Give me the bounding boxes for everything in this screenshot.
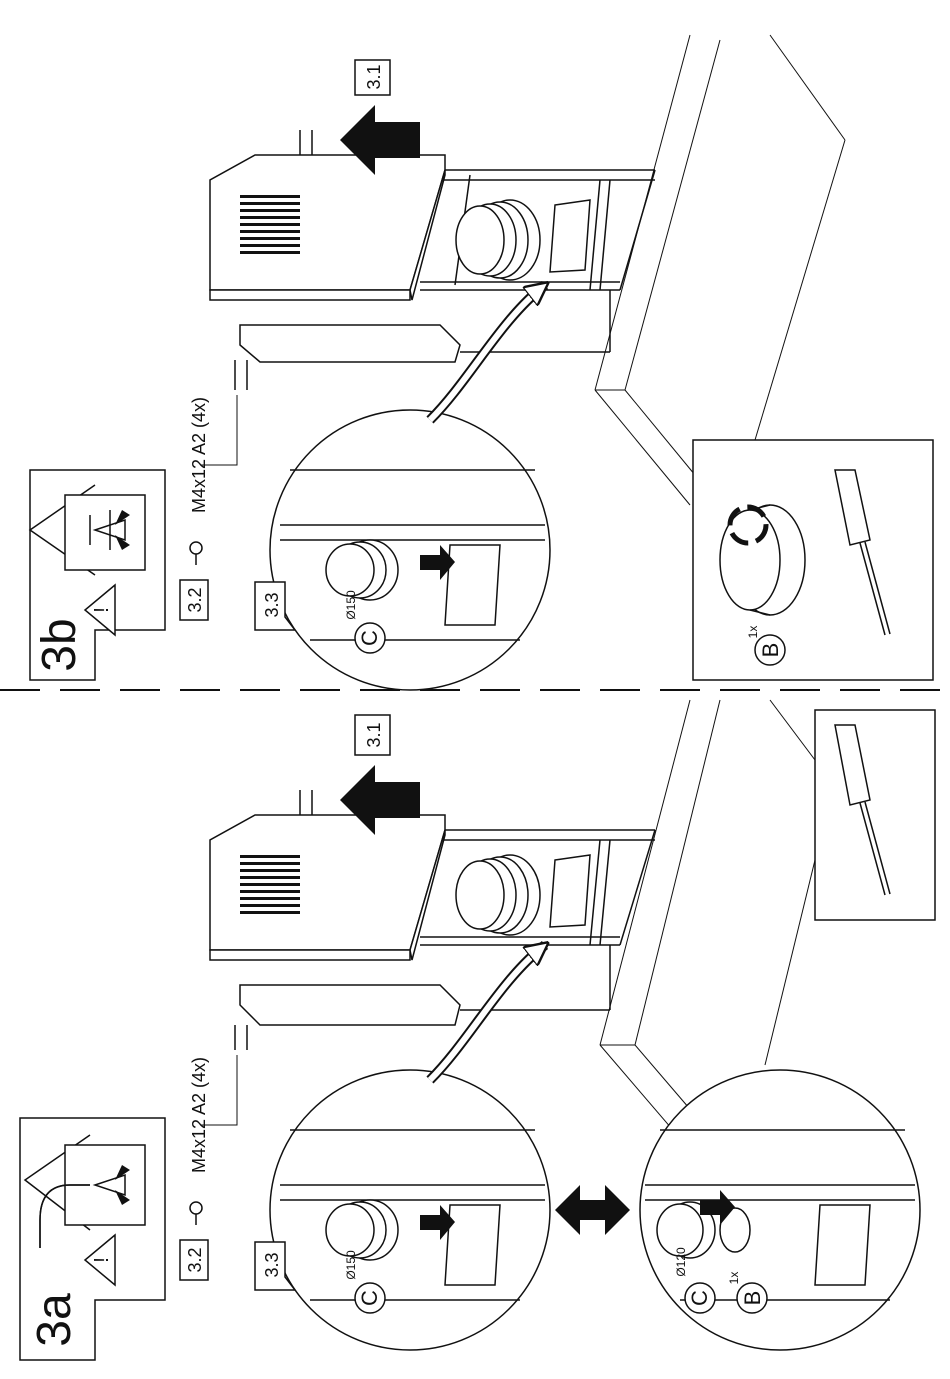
step-3-1-label-3b: 3.1: [355, 60, 390, 95]
step-label-box-3a: 3a !: [20, 1118, 165, 1360]
svg-text:3b: 3b: [33, 618, 86, 671]
step-3-1-label-3a: 3.1: [355, 715, 390, 755]
svg-text:Ø150: Ø150: [344, 590, 358, 620]
svg-text:C: C: [357, 1290, 382, 1306]
zoom-circle-3a-lower: [640, 1070, 920, 1350]
duct-channel-3a: [420, 830, 655, 1010]
accessory-box-3a: [815, 710, 935, 920]
svg-text:!: !: [91, 607, 113, 613]
svg-text:C: C: [357, 630, 382, 646]
svg-text:3.2: 3.2: [185, 1247, 205, 1272]
step-3-2-label-3b: 3.2: [180, 580, 208, 620]
ceiling-slab-3b: [595, 35, 845, 505]
svg-text:Ø150: Ø150: [344, 1250, 358, 1280]
screw-spec-3a: M4x12 A2 (4x): [189, 1057, 209, 1173]
svg-text:B: B: [740, 1291, 765, 1306]
vent-grille-3a: [240, 855, 300, 914]
svg-text:3.1: 3.1: [364, 64, 384, 89]
vent-grille-3b: [240, 195, 300, 254]
svg-text:B: B: [758, 643, 783, 658]
svg-text:1x: 1x: [746, 626, 760, 639]
fan-cylinder-3a: [456, 855, 590, 935]
svg-text:!: !: [91, 1257, 113, 1263]
step-3-2-label-3a: 3.2: [180, 1240, 208, 1280]
panel-3b: 3.1 3.2 M4x12 A2 (4x) 3.3 C Ø150 3b: [30, 35, 933, 690]
screw-icon-3a: [190, 1202, 202, 1225]
svg-text:3.3: 3.3: [262, 592, 282, 617]
panel-3a: 3.1 3.2 M4x12 A2 (4x) 3.3 C Ø150 C Ø120: [20, 700, 935, 1360]
svg-text:3.2: 3.2: [185, 587, 205, 612]
svg-text:Ø120: Ø120: [674, 1247, 688, 1277]
zoom-circle-3a-upper: [270, 1070, 550, 1350]
svg-text:3.3: 3.3: [262, 1252, 282, 1277]
svg-text:3a: 3a: [28, 1293, 81, 1347]
swap-double-arrow-3a: [555, 1185, 630, 1235]
svg-text:3.1: 3.1: [364, 722, 384, 747]
svg-text:C: C: [687, 1290, 712, 1306]
hood-box-3b: [210, 155, 460, 362]
step-label-box-3b: 3b !: [30, 470, 165, 680]
fan-cylinder-3b: [456, 200, 590, 280]
hood-box-3a: [210, 815, 460, 1025]
screw-spec-3b: M4x12 A2 (4x): [189, 397, 209, 513]
screw-icon-3b: [190, 542, 202, 565]
duct-channel-3b: [420, 170, 655, 352]
accessory-box-3b: B 1x: [693, 440, 933, 680]
zoom-circle-3b: [270, 410, 550, 690]
svg-text:1x: 1x: [727, 1272, 741, 1285]
